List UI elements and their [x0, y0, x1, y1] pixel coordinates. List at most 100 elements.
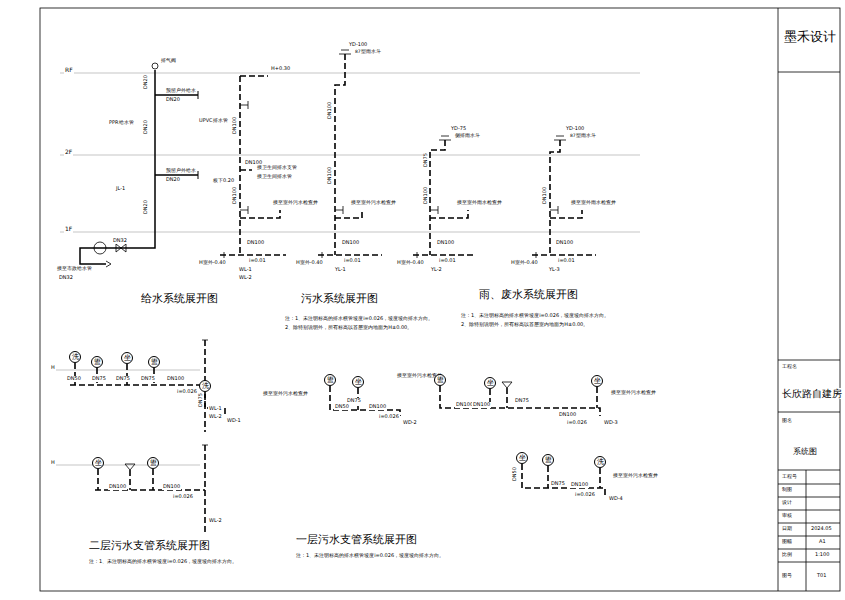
annotation-label: JL-1 — [115, 186, 126, 192]
floor-drain-symbol — [502, 382, 512, 388]
annotation-label: 工程名 — [781, 364, 798, 370]
annotation-label: 审核 — [781, 513, 793, 519]
fitting-symbol — [240, 101, 558, 214]
section-title: 雨、废水系统展开图 — [478, 289, 579, 301]
sheet-frame — [40, 8, 840, 591]
branch-drain-pipe — [95, 445, 205, 535]
drain-stack — [413, 254, 476, 256]
annotation-label: DN100 — [570, 482, 589, 488]
drain-stack — [220, 254, 286, 256]
annotation-label: 接至室外雨水检查井 — [570, 201, 617, 206]
drain-stack — [550, 210, 582, 218]
water-supply-pipe — [94, 242, 106, 254]
annotation-label: 接至室外污水检查井 — [610, 391, 657, 396]
water-supply-pipe — [80, 70, 155, 264]
fixture-circle: 坐 — [92, 457, 104, 469]
annotation-label: RF — [64, 67, 74, 74]
annotation-label: 接至室外污水检查井 — [612, 474, 659, 479]
annotation-label: DN50 — [512, 466, 518, 482]
fixture-label: 坐 — [594, 378, 601, 385]
annotation-label: YD-75 — [450, 126, 467, 132]
annotation-label: i=0.01 — [343, 258, 362, 264]
annotation-label: DN100 — [162, 484, 181, 490]
annotation-label: DN75 — [550, 481, 566, 487]
annotation-label: 工程号 — [781, 474, 798, 480]
branch-drain-pipe — [98, 469, 153, 490]
fixture-label: 盥 — [327, 377, 334, 384]
drain-stack — [430, 140, 445, 255]
annotation-label: 1F — [64, 226, 73, 233]
branch-drain-pipe — [330, 386, 400, 416]
drain-stack — [240, 169, 252, 171]
annotation-label: 比例 — [781, 552, 793, 558]
annotation-label: i=0.026 — [176, 389, 198, 395]
fitting-symbol — [224, 252, 536, 258]
water-supply-pipe — [80, 63, 198, 267]
annotation-label: WD-4 — [608, 496, 624, 502]
fixture-label: 洗 — [72, 354, 79, 361]
annotation-label: DN50 — [334, 404, 350, 410]
annotation-label: 日期 — [781, 526, 793, 532]
annotation-label: H+0.30 — [270, 66, 291, 72]
annotation-label: DN100 — [542, 186, 548, 205]
annotation-label: H室外-0.40 — [510, 260, 539, 266]
annotation-label: DN100 — [436, 240, 455, 246]
annotation-label: YL-3 — [548, 267, 561, 273]
annotation-label: DN100 — [472, 402, 491, 408]
water-supply-pipe — [152, 63, 158, 69]
annotation-label: YL-1 — [334, 267, 347, 273]
fixture-circle: 洗 — [199, 380, 211, 392]
annotation-label: DN75 — [514, 398, 530, 404]
fixture-circle: 坐 — [591, 375, 603, 387]
annotation-label: 预留户外给水 — [165, 88, 197, 94]
fitting-symbol — [339, 50, 566, 140]
annotation-label: T01 — [816, 573, 827, 579]
annotation-label: DN75 — [346, 398, 362, 404]
annotation-label: 制图 — [781, 487, 793, 493]
annotation-label: 预留户外给水 — [165, 168, 197, 174]
fixture-circle: 洗 — [594, 456, 606, 468]
branch-drain-pipe — [70, 340, 205, 432]
annotation-label: 图号 — [781, 573, 793, 579]
water-supply-pipe — [106, 261, 111, 267]
fixture-circle: 坐 — [516, 452, 528, 464]
fixture-label: 坐 — [519, 455, 526, 462]
annotation-label: WL-2 — [208, 414, 223, 420]
annotation-label: 接至室外污水检查井 — [272, 201, 319, 206]
section-title: 一层污水支管系统展开图 — [295, 534, 418, 546]
section-title: 墨禾设计 — [783, 30, 837, 44]
branch-drain-pipe — [205, 392, 225, 416]
annotation-label: DN100 — [558, 412, 577, 418]
sheet-frame — [778, 72, 840, 562]
annotation-label: 87型雨水斗 — [354, 50, 382, 55]
annotation-label: 接至室外污水检查井 — [350, 201, 397, 206]
floor-drain-symbol — [125, 340, 512, 470]
annotation-label: WL-1 — [208, 406, 223, 412]
section-title: 给水系统展开图 — [140, 293, 219, 305]
annotation-label: 接至室外污水检查井 — [262, 392, 309, 397]
drain-stack — [550, 140, 560, 255]
fixture-circle: 盥 — [147, 457, 159, 469]
drain-stack — [239, 76, 241, 255]
annotation-label: 图幅 — [781, 539, 793, 545]
water-supply-pipe — [116, 244, 126, 252]
annotation-label: 2F — [64, 149, 73, 156]
annotation-label: DN100 — [166, 376, 185, 382]
fixture-label: 盥 — [151, 359, 158, 366]
annotation-label: 接卫生间排水管 — [256, 175, 293, 180]
annotation-label: A1 — [818, 539, 827, 545]
fixture-circle: 坐 — [484, 377, 496, 389]
section-title: 污水系统展开图 — [300, 293, 379, 305]
annotation-label: 系统图 — [792, 448, 818, 457]
annotation-label: DN100 — [232, 186, 238, 205]
annotation-label: DN100 — [108, 484, 127, 490]
annotation-label: H室外-0.40 — [295, 260, 324, 266]
annotation-label: i=0.026 — [566, 420, 588, 426]
annotation-label: DN75 — [91, 376, 107, 382]
annotation-label: DN75 — [115, 376, 131, 382]
annotation-label: 接至室外雨水检查井 — [456, 201, 503, 206]
annotation-label: H室外-0.40 — [198, 260, 227, 266]
fixture-label: 盥 — [437, 377, 444, 384]
annotation-label: DN50 — [66, 376, 82, 382]
